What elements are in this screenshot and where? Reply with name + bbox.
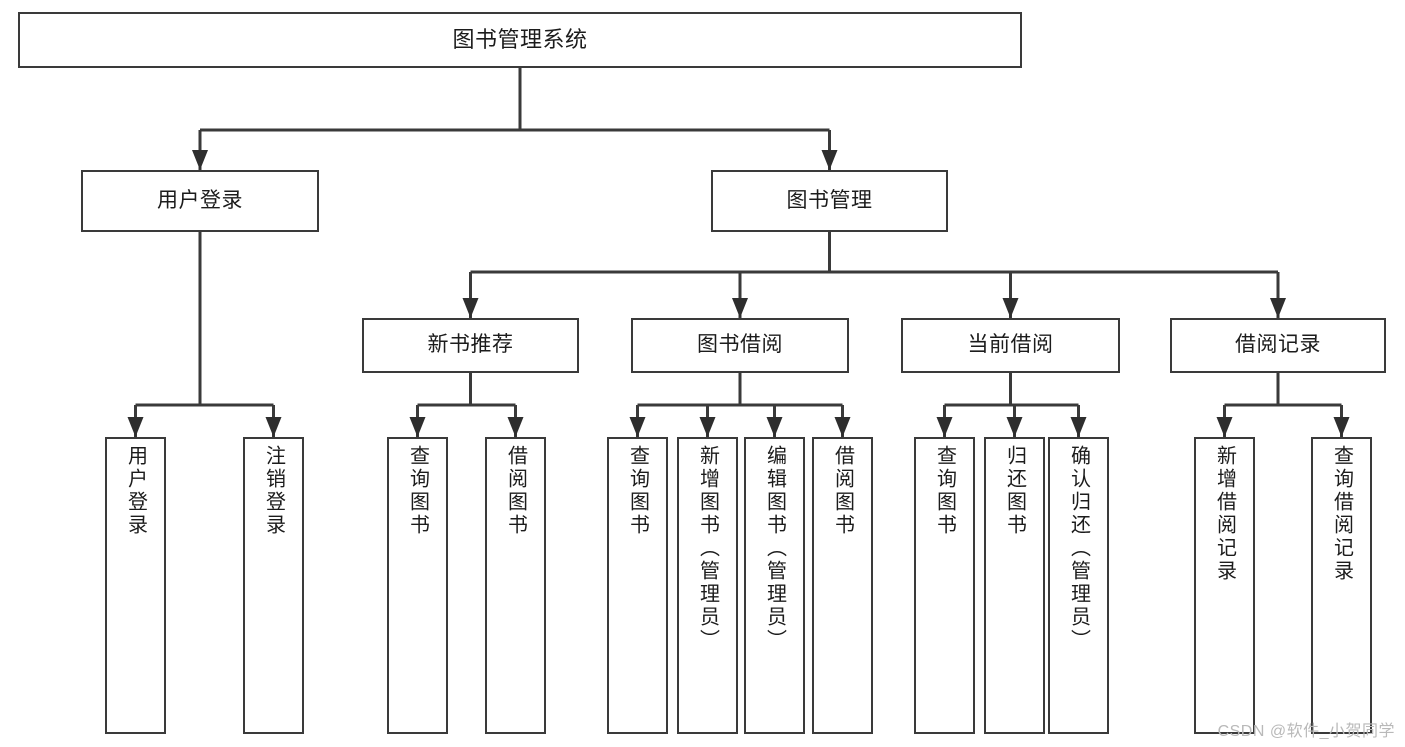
node-label: 图书管理系统 bbox=[452, 27, 588, 53]
node-label: 新增图书（管理员） bbox=[696, 445, 719, 652]
node-label: 注销登录 bbox=[262, 445, 285, 537]
node-label: 借阅图书 bbox=[831, 445, 854, 537]
node-leaf-user-login[interactable]: 用户登录 bbox=[105, 437, 166, 734]
edge-arrowhead bbox=[821, 150, 838, 170]
node-new-book-recommend[interactable]: 新书推荐 bbox=[362, 318, 579, 373]
node-user-login[interactable]: 用户登录 bbox=[81, 170, 319, 232]
edge-arrowhead bbox=[462, 298, 479, 318]
node-current-borrow[interactable]: 当前借阅 bbox=[901, 318, 1120, 373]
node-leaf-query-book-1[interactable]: 查询图书 bbox=[387, 437, 448, 734]
edge-arrowhead bbox=[1216, 417, 1233, 437]
edge-arrowhead bbox=[1002, 298, 1019, 318]
node-leaf-query-book-3[interactable]: 查询图书 bbox=[914, 437, 975, 734]
edge-arrowhead bbox=[699, 417, 716, 437]
node-label: 用户登录 bbox=[157, 188, 243, 212]
node-label: 用户登录 bbox=[124, 445, 147, 537]
node-label: 确认归还（管理员） bbox=[1067, 445, 1090, 652]
edge-arrowhead bbox=[1333, 417, 1350, 437]
edge-arrowhead bbox=[936, 417, 953, 437]
edge-arrowhead bbox=[1270, 298, 1286, 318]
edge-arrowhead bbox=[732, 298, 748, 318]
node-leaf-borrow-book-2[interactable]: 借阅图书 bbox=[812, 437, 873, 734]
node-label: 借阅图书 bbox=[504, 445, 527, 537]
node-leaf-confirm-return[interactable]: 确认归还（管理员） bbox=[1048, 437, 1109, 734]
watermark: CSDN @软件_小贺同学 bbox=[1217, 723, 1395, 740]
node-leaf-logout[interactable]: 注销登录 bbox=[243, 437, 304, 734]
node-leaf-edit-book[interactable]: 编辑图书（管理员） bbox=[744, 437, 805, 734]
edge-arrowhead bbox=[507, 417, 524, 437]
node-label: 编辑图书（管理员） bbox=[763, 445, 786, 652]
node-leaf-return-book[interactable]: 归还图书 bbox=[984, 437, 1045, 734]
node-book-manage[interactable]: 图书管理 bbox=[711, 170, 948, 232]
edge-arrowhead bbox=[127, 417, 144, 437]
node-label: 新书推荐 bbox=[427, 333, 514, 357]
node-label: 查询图书 bbox=[626, 445, 649, 537]
edge-arrowhead bbox=[629, 417, 646, 437]
node-label: 查询图书 bbox=[933, 445, 956, 537]
node-leaf-borrow-book-1[interactable]: 借阅图书 bbox=[485, 437, 546, 734]
node-book-borrow[interactable]: 图书借阅 bbox=[631, 318, 849, 373]
node-leaf-add-book[interactable]: 新增图书（管理员） bbox=[677, 437, 738, 734]
node-label: 新增借阅记录 bbox=[1213, 445, 1236, 583]
edge-arrowhead bbox=[834, 417, 851, 437]
node-label: 归还图书 bbox=[1003, 445, 1026, 537]
edge-arrowhead bbox=[265, 417, 282, 437]
edge-arrowhead bbox=[192, 150, 208, 170]
edge-arrowhead bbox=[1070, 417, 1087, 437]
node-label: 图书借阅 bbox=[697, 333, 783, 357]
node-borrow-record[interactable]: 借阅记录 bbox=[1170, 318, 1386, 373]
edge-arrowhead bbox=[766, 417, 783, 437]
node-leaf-add-record[interactable]: 新增借阅记录 bbox=[1194, 437, 1255, 734]
node-label: 借阅记录 bbox=[1235, 333, 1321, 357]
edge-arrowhead bbox=[409, 417, 426, 437]
node-label: 查询借阅记录 bbox=[1330, 445, 1353, 583]
node-label: 图书管理 bbox=[786, 188, 873, 212]
node-leaf-query-book-2[interactable]: 查询图书 bbox=[607, 437, 668, 734]
node-root-title[interactable]: 图书管理系统 bbox=[18, 12, 1022, 68]
node-label: 查询图书 bbox=[406, 445, 429, 537]
edge-arrowhead bbox=[1006, 417, 1023, 437]
node-label: 当前借阅 bbox=[967, 333, 1054, 357]
node-leaf-query-record[interactable]: 查询借阅记录 bbox=[1311, 437, 1372, 734]
